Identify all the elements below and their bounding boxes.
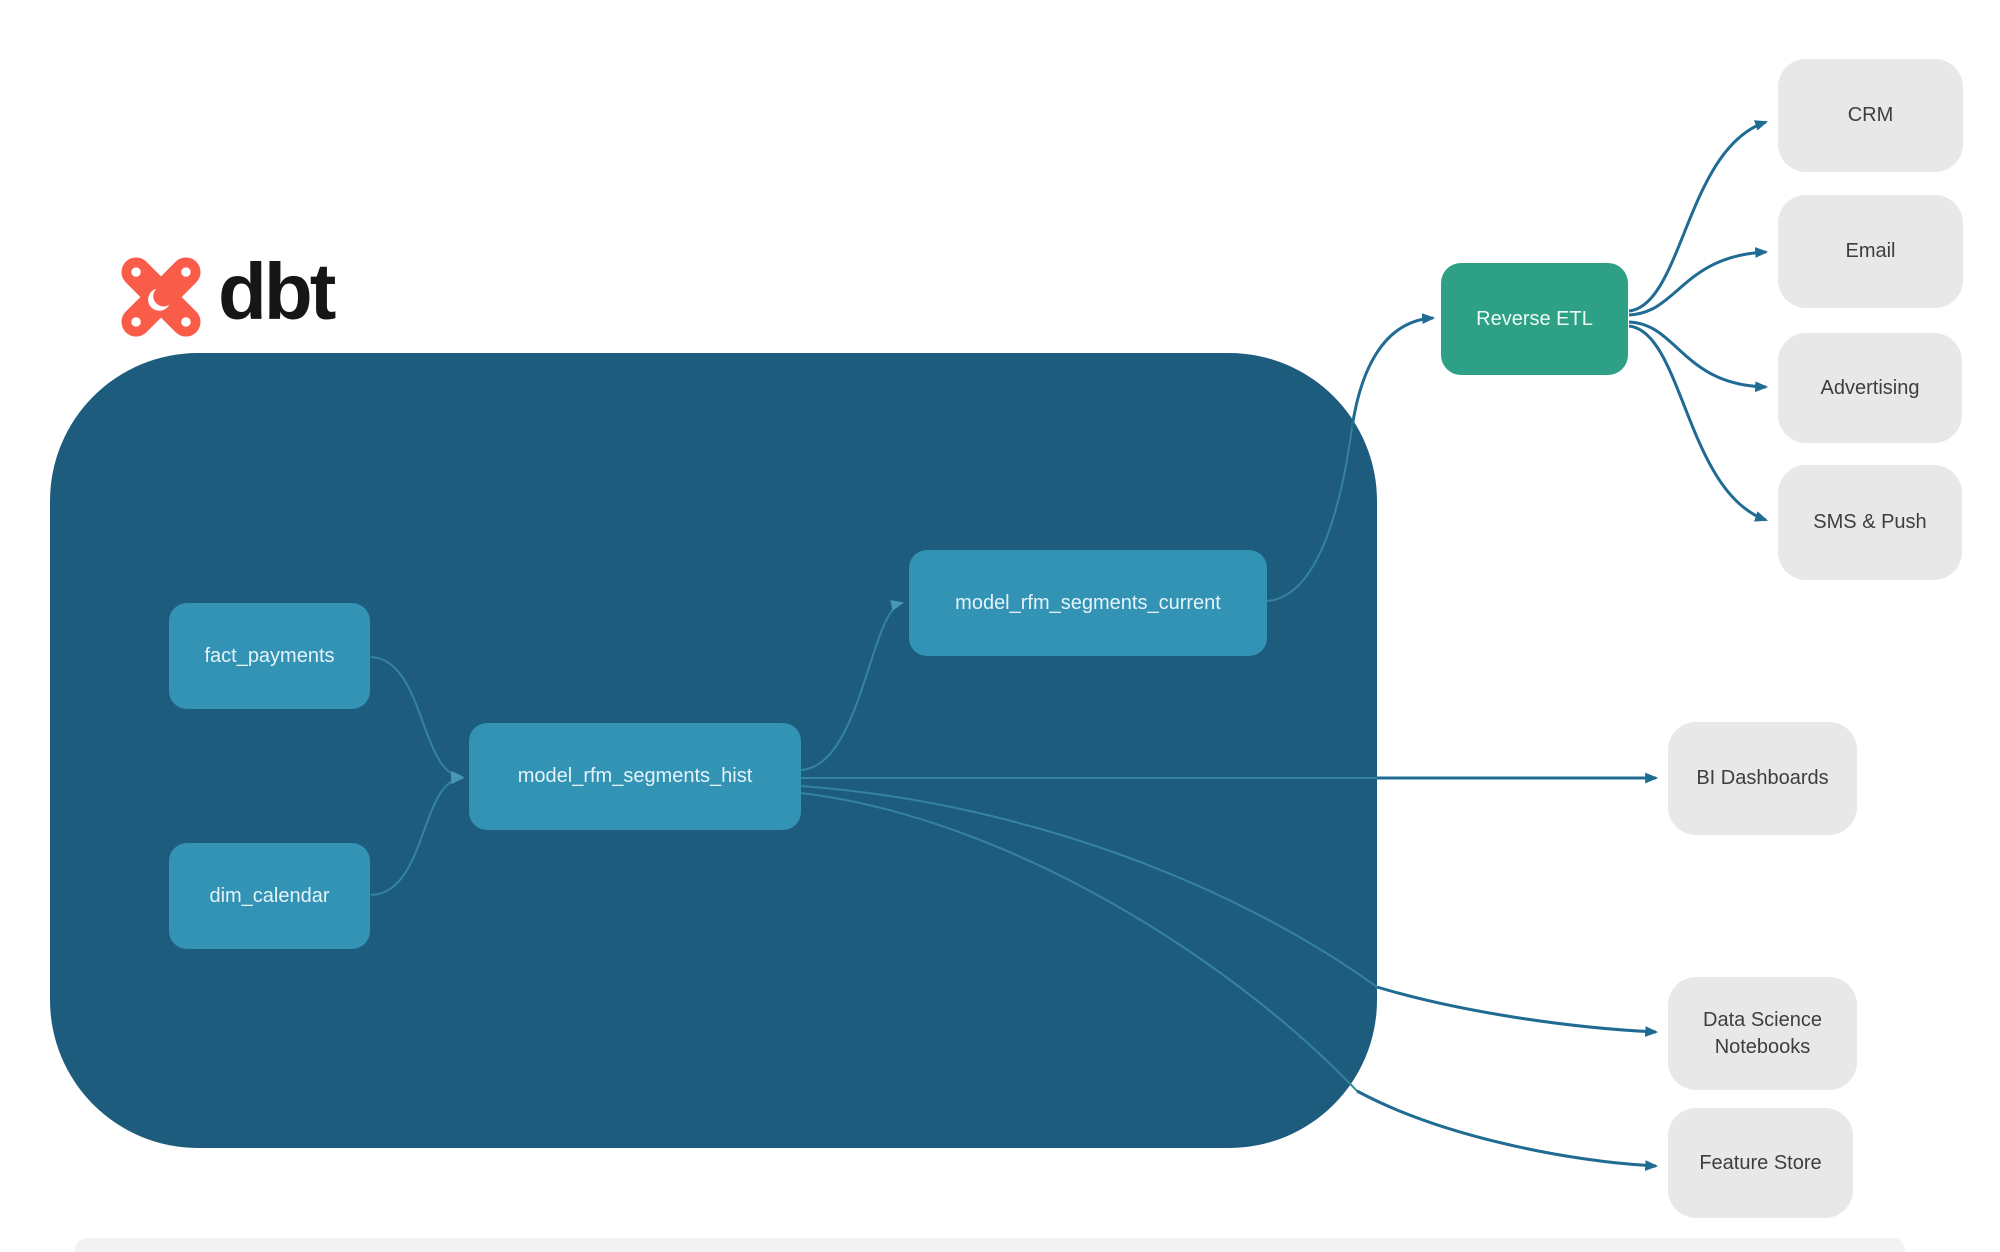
node-model-rfm-segments-hist[interactable]: model_rfm_segments_hist xyxy=(469,723,801,830)
edge-current-to-retl-inside xyxy=(1266,427,1353,602)
node-data-science-notebooks[interactable]: Data Science Notebooks xyxy=(1668,977,1857,1090)
node-data-science-notebooks-label: Data Science Notebooks xyxy=(1703,1008,1822,1058)
edge-hist-to-current xyxy=(800,600,905,771)
node-email-label: Email xyxy=(1845,240,1896,262)
edge-retl-to-email xyxy=(1628,247,1769,317)
edge-retl-to-crm xyxy=(1628,120,1769,313)
edge-hist-to-fs xyxy=(1356,1089,1659,1171)
node-feature-store-label: Feature Store xyxy=(1699,1151,1822,1174)
edge-hist-to-fs-inside xyxy=(800,792,1358,1092)
node-crm[interactable]: CRM xyxy=(1778,59,1963,172)
node-fact-payments-label: fact_payments xyxy=(204,644,335,667)
edge-dim-to-hist xyxy=(370,773,465,896)
node-bi-dashboards-label: BI Dashboards xyxy=(1696,767,1829,789)
edge-retl-to-sms xyxy=(1628,324,1769,522)
node-email[interactable]: Email xyxy=(1778,195,1963,308)
node-advertising-label: Advertising xyxy=(1820,376,1920,399)
node-advertising[interactable]: Advertising xyxy=(1778,333,1962,443)
node-feature-store[interactable]: Feature Store xyxy=(1668,1108,1853,1218)
node-sms-push[interactable]: SMS & Push xyxy=(1778,465,1962,580)
bottom-peek-panel xyxy=(75,1238,1905,1252)
edge-retl-to-advertising xyxy=(1628,320,1769,393)
edge-hist-to-dsn xyxy=(1376,985,1659,1037)
node-model-rfm-segments-hist-label: model_rfm_segments_hist xyxy=(517,765,753,787)
dbt-logo: dbt xyxy=(116,247,336,342)
edge-current-to-retl xyxy=(1350,313,1436,429)
dbt-logo-icon xyxy=(121,257,201,337)
edge-hist-to-dsn-inside xyxy=(800,785,1378,988)
dbt-wordmark: dbt xyxy=(218,247,336,336)
node-dim-calendar-label: dim_calendar xyxy=(209,884,330,907)
node-crm-label: CRM xyxy=(1847,104,1894,126)
node-dim-calendar[interactable]: dim_calendar xyxy=(169,843,370,949)
node-reverse-etl-label: Reverse ETL xyxy=(1476,307,1593,330)
node-bi-dashboards[interactable]: BI Dashboards xyxy=(1668,722,1857,835)
node-sms-push-label: SMS & Push xyxy=(1813,511,1927,533)
node-model-rfm-segments-current[interactable]: model_rfm_segments_current xyxy=(909,550,1267,656)
node-fact-payments[interactable]: fact_payments xyxy=(169,603,370,709)
node-model-rfm-segments-current-label: model_rfm_segments_current xyxy=(955,591,1221,614)
node-reverse-etl[interactable]: Reverse ETL xyxy=(1441,263,1628,375)
edge-fact-to-hist xyxy=(370,656,465,782)
